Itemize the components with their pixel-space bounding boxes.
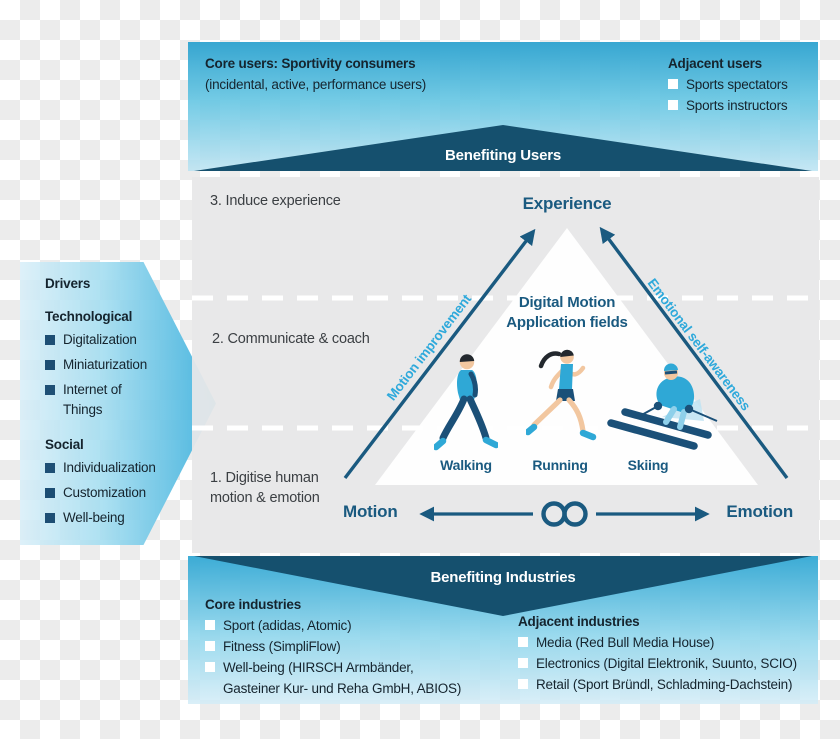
emotional-awareness-arrow (599, 226, 789, 480)
adjacent-industry-label: Electronics (Digital Elektronik, Suunto,… (536, 656, 797, 671)
list-item: Miniaturization (45, 355, 175, 375)
list-item: Internet of Things (45, 380, 175, 420)
tech-driver-label: Miniaturization (63, 357, 148, 372)
adjacent-users-title: Adjacent users (668, 56, 762, 71)
social-driver-label: Individualization (63, 460, 156, 475)
core-industry-label: Fitness (SimpliFlow) (223, 639, 341, 654)
emotion-label: Emotion (726, 502, 793, 521)
level-1-label: 1. Digitise human motion & emotion (210, 468, 320, 508)
motion-label: Motion (343, 502, 398, 521)
level-3-label: 3. Induce experience (210, 193, 341, 209)
triangle-title: Digital Motion Application fields (477, 293, 657, 333)
adjacent-users-block: Adjacent users Sports spectators Sports … (668, 53, 788, 116)
infinity-icon (562, 501, 588, 527)
level-1-line2: motion & emotion (210, 490, 320, 506)
list-item: Digitalization (45, 330, 175, 350)
list-item: Electronics (Digital Elektronik, Suunto,… (518, 653, 818, 674)
bullet-square-icon (518, 637, 528, 647)
core-industries-block: Core industries Sport (adidas, Atomic) F… (205, 594, 485, 699)
list-item: Well-being (45, 508, 175, 528)
bullet-square-icon (205, 620, 215, 630)
bullet-square-icon (668, 79, 678, 89)
running-person-illustration (526, 349, 597, 441)
list-item: Sports instructors (668, 95, 788, 116)
social-title: Social (45, 437, 84, 452)
core-users-block: Core users: Sportivity consumers (incide… (205, 53, 426, 95)
technological-title: Technological (45, 309, 133, 324)
social-driver-label: Customization (63, 485, 146, 500)
bullet-square-icon (518, 679, 528, 689)
bullet-square-icon (205, 641, 215, 651)
list-item: Individualization (45, 458, 175, 478)
bullet-square-icon (45, 463, 55, 473)
core-users-subtitle: (incidental, active, performance users) (205, 77, 427, 92)
running-label: Running (532, 457, 588, 473)
motion-improvement-arrow (343, 228, 536, 480)
infinity-icon (541, 501, 567, 527)
bullet-square-icon (668, 100, 678, 110)
benefiting-industries-banner: Benefiting Industries Core industries Sp… (188, 556, 818, 704)
list-item: Customization (45, 483, 175, 503)
level-2-label: 2. Communicate & coach (212, 331, 370, 347)
adjacent-industries-block: Adjacent industries Media (Red Bull Medi… (518, 611, 818, 695)
benefiting-users-banner: Core users: Sportivity consumers (incide… (188, 42, 818, 171)
adjacent-industry-label: Media (Red Bull Media House) (536, 635, 715, 650)
list-item: Sport (adidas, Atomic) (205, 615, 485, 636)
list-item: Media (Red Bull Media House) (518, 632, 818, 653)
drivers-content: Drivers Technological Digitalization Min… (45, 276, 175, 533)
pyramid-panel: 3. Induce experience 2. Communicate & co… (192, 177, 819, 553)
walking-label: Walking (440, 457, 492, 473)
drivers-title: Drivers (45, 276, 91, 291)
core-industry-label: Well-being (HIRSCH Armbänder, Gasteiner … (223, 660, 462, 696)
core-industries-title: Core industries (205, 597, 302, 612)
core-users-title: Core users: Sportivity consumers (205, 56, 416, 71)
bullet-square-icon (45, 360, 55, 370)
tech-driver-label: Digitalization (63, 332, 137, 347)
benefiting-users-label: Benefiting Users (445, 147, 561, 164)
tech-driver-label: Internet of Things (63, 382, 122, 417)
triangle-title-line1: Digital Motion (518, 294, 616, 311)
bullet-square-icon (518, 658, 528, 668)
core-industry-label: Sport (adidas, Atomic) (223, 618, 352, 633)
adjacent-industry-label: Retail (Sport Bründl, Schladming-Dachste… (536, 677, 793, 692)
list-item: Retail (Sport Bründl, Schladming-Dachste… (518, 674, 818, 695)
walking-person-illustration (434, 354, 498, 451)
experience-label: Experience (522, 194, 612, 213)
list-item: Sports spectators (668, 74, 788, 95)
triangle-title-line2: Application fields (506, 314, 628, 331)
level-1-line1: 1. Digitise human (210, 470, 319, 486)
drivers-arrow: Drivers Technological Digitalization Min… (20, 262, 216, 545)
social-driver-label: Well-being (63, 510, 125, 525)
bullet-square-icon (45, 385, 55, 395)
bullet-square-icon (45, 335, 55, 345)
bullet-square-icon (45, 488, 55, 498)
adjacent-user-label: Sports spectators (686, 77, 788, 92)
benefiting-industries-label: Benefiting Industries (430, 569, 576, 586)
bullet-square-icon (205, 662, 215, 672)
adjacent-industries-title: Adjacent industries (518, 614, 640, 629)
adjacent-user-label: Sports instructors (686, 98, 788, 113)
list-item: Well-being (HIRSCH Armbänder, Gasteiner … (205, 657, 485, 699)
bullet-square-icon (45, 513, 55, 523)
skiing-person-illustration (607, 363, 718, 450)
list-item: Fitness (SimpliFlow) (205, 636, 485, 657)
skiing-label: Skiing (627, 457, 669, 473)
